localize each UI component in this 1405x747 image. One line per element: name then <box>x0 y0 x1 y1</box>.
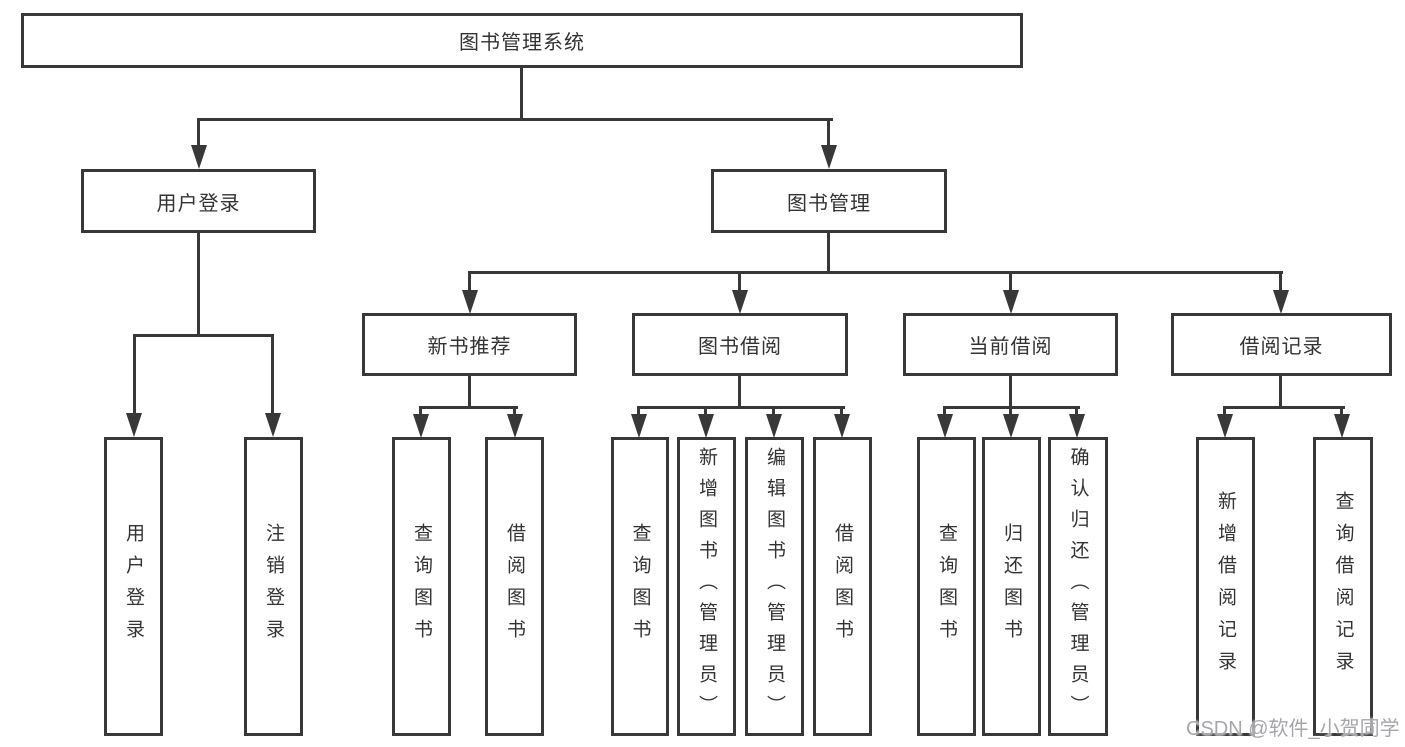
connector-line <box>637 406 845 409</box>
arrowhead-down-icon <box>821 145 837 169</box>
connector-line <box>133 334 274 337</box>
leaf-borrow-books-1-label: 借阅图书 <box>504 522 525 651</box>
leaf-user-login-label: 用户登录 <box>123 522 144 651</box>
connector-line <box>1279 271 1282 293</box>
leaf-user-login: 用户登录 <box>104 437 163 736</box>
connector-line <box>738 375 741 409</box>
leaf-borrow-books-1: 借阅图书 <box>485 437 544 736</box>
leaf-query-borrow-record: 查询借阅记录 <box>1313 437 1373 736</box>
leaf-add-borrow-record-label: 新增借阅记录 <box>1215 490 1236 683</box>
connector-line <box>271 334 274 416</box>
connector-line <box>1009 271 1012 293</box>
connector-line <box>840 406 843 418</box>
node-new-book-recommend-label: 新书推荐 <box>427 336 512 358</box>
connector-line <box>1009 375 1012 409</box>
connector-line <box>1009 406 1012 418</box>
connector-line <box>520 68 523 119</box>
leaf-confirm-return-admin-label: 确认归还（管理员） <box>1067 447 1089 726</box>
node-root: 图书管理系统 <box>21 13 1023 68</box>
arrowhead-down-icon <box>1273 290 1289 314</box>
connector-line <box>468 271 1283 274</box>
arrowhead-down-icon <box>631 414 647 438</box>
connector-line <box>704 406 707 418</box>
node-book-management: 图书管理 <box>711 169 947 233</box>
arrowhead-down-icon <box>1003 290 1019 314</box>
connector-line <box>468 375 471 409</box>
arrowhead-down-icon <box>937 414 953 438</box>
arrowhead-down-icon <box>698 414 714 438</box>
node-book-management-label: 图书管理 <box>787 192 871 215</box>
connector-line <box>637 406 640 418</box>
leaf-query-books-3: 查询图书 <box>917 437 976 736</box>
leaf-borrow-books-2: 借阅图书 <box>813 437 872 736</box>
connector-line <box>197 118 833 121</box>
leaf-query-books-1-label: 查询图书 <box>411 522 432 651</box>
leaf-return-books-label: 归还图书 <box>1001 522 1022 651</box>
leaf-query-books-2: 查询图书 <box>611 437 669 736</box>
connector-line <box>1340 406 1343 418</box>
arrowhead-down-icon <box>191 145 207 169</box>
node-borrow-records: 借阅记录 <box>1171 313 1392 376</box>
arrowhead-down-icon <box>834 414 850 438</box>
leaf-edit-books-admin-label: 编辑图书（管理员） <box>764 447 785 726</box>
node-new-book-recommend: 新书推荐 <box>362 313 577 376</box>
connector-line <box>738 271 741 293</box>
node-current-borrowing: 当前借阅 <box>903 313 1118 376</box>
connector-line <box>468 271 471 293</box>
connector-line <box>827 118 830 151</box>
connector-line <box>1279 375 1282 409</box>
connector-line <box>419 406 518 409</box>
connector-line <box>943 406 946 418</box>
node-book-borrowing: 图书借阅 <box>632 313 848 376</box>
arrowhead-down-icon <box>732 290 748 314</box>
leaf-query-books-1: 查询图书 <box>392 437 451 736</box>
arrowhead-down-icon <box>1069 414 1085 438</box>
leaf-query-books-3-label: 查询图书 <box>936 522 957 651</box>
arrowhead-down-icon <box>413 414 429 438</box>
leaf-return-books: 归还图书 <box>982 437 1041 736</box>
arrowhead-down-icon <box>1217 414 1233 438</box>
leaf-borrow-books-2-label: 借阅图书 <box>832 522 853 651</box>
connector-line <box>1223 406 1345 409</box>
leaf-edit-books-admin: 编辑图书（管理员） <box>745 437 804 736</box>
connector-line <box>1223 406 1226 418</box>
node-book-borrowing-label: 图书借阅 <box>698 336 782 358</box>
connector-line <box>419 406 422 418</box>
node-borrow-records-label: 借阅记录 <box>1239 336 1324 358</box>
arrowhead-down-icon <box>507 414 523 438</box>
connector-line <box>827 232 830 274</box>
arrowhead-down-icon <box>1334 414 1350 438</box>
connector-line <box>1075 406 1078 418</box>
leaf-logout: 注销登录 <box>244 437 303 736</box>
leaf-logout-label: 注销登录 <box>263 522 284 651</box>
leaf-query-borrow-record-label: 查询借阅记录 <box>1332 490 1354 683</box>
arrowhead-down-icon <box>126 413 142 437</box>
leaf-confirm-return-admin: 确认归还（管理员） <box>1048 437 1108 736</box>
leaf-add-books-admin: 新增图书（管理员） <box>677 437 736 736</box>
csdn-watermark: CSDN @软件_小贺同学 <box>1186 718 1400 740</box>
connector-line <box>133 334 136 416</box>
arrowhead-down-icon <box>265 413 281 437</box>
node-root-label: 图书管理系统 <box>459 32 585 54</box>
leaf-add-borrow-record: 新增借阅记录 <box>1196 437 1255 736</box>
connector-line <box>197 118 200 151</box>
leaf-query-books-2-label: 查询图书 <box>629 522 651 651</box>
connector-line <box>772 406 775 418</box>
leaf-add-books-admin-label: 新增图书（管理员） <box>696 447 717 726</box>
connector-line <box>513 406 516 418</box>
node-current-borrowing-label: 当前借阅 <box>968 336 1053 358</box>
connector-line <box>197 232 200 336</box>
node-user-login: 用户登录 <box>81 169 316 233</box>
arrowhead-down-icon <box>1003 414 1019 438</box>
arrowhead-down-icon <box>766 414 782 438</box>
arrowhead-down-icon <box>462 290 478 314</box>
node-user-login-label: 用户登录 <box>156 192 241 215</box>
